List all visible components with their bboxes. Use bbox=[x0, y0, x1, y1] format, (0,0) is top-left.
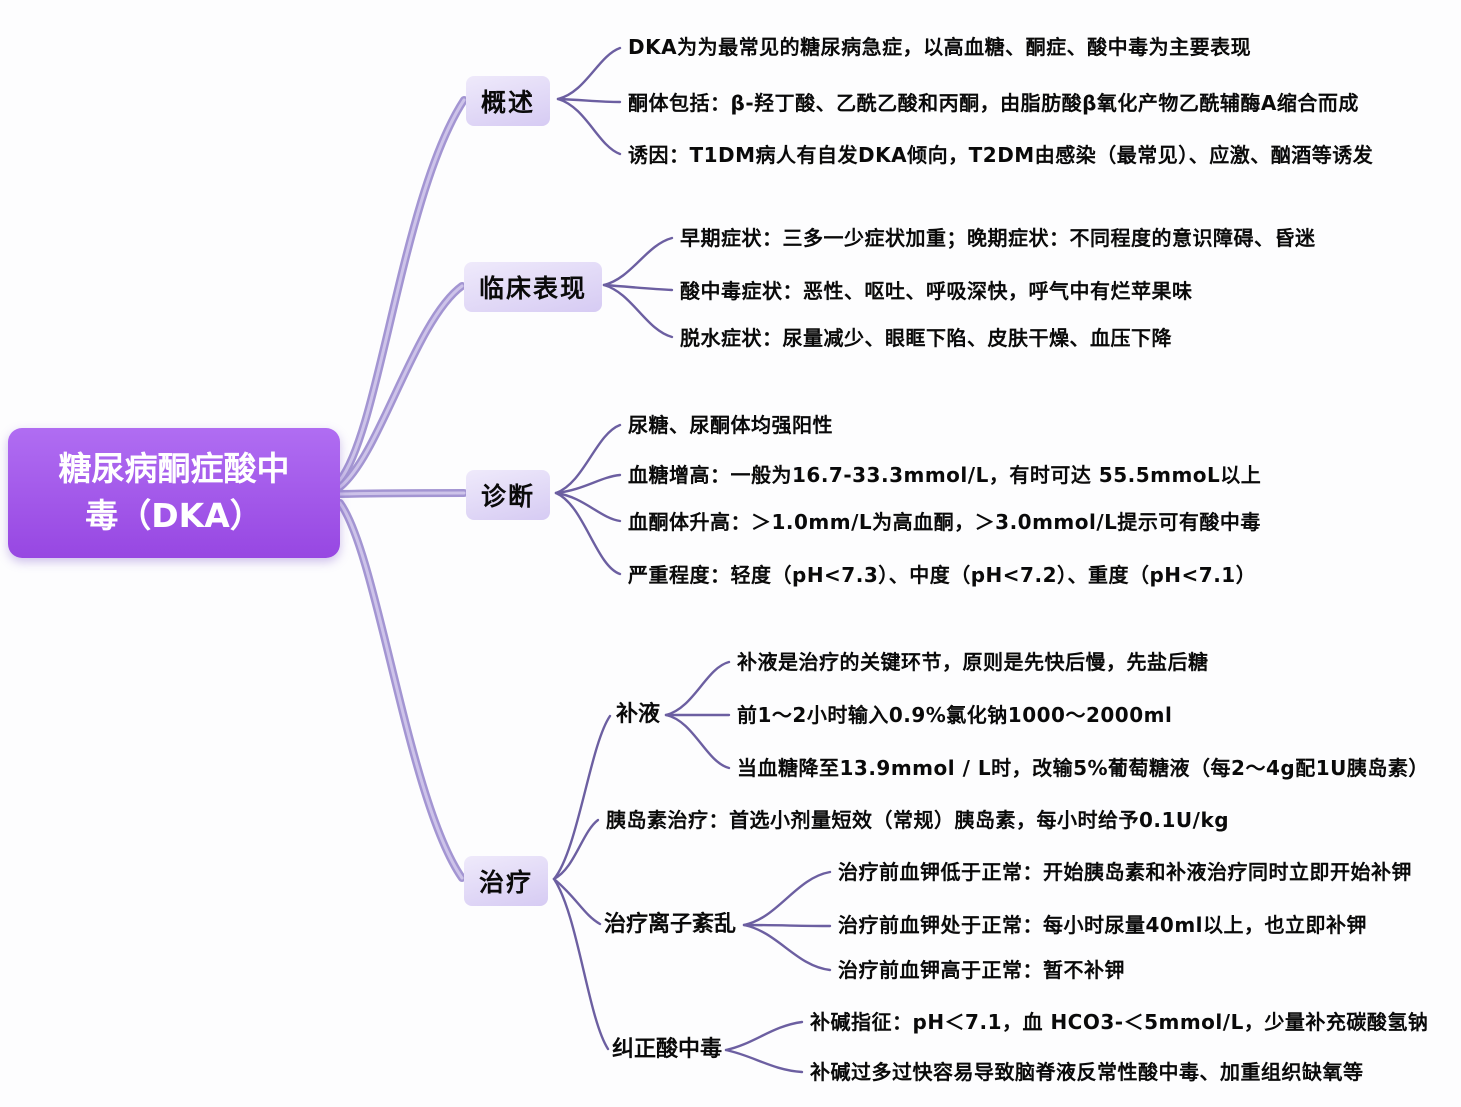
connector-overview-item-0 bbox=[556, 46, 622, 101]
leaf-diagnosis-1[interactable]: 血糖增高：一般为16.7-33.3mmol/L，有时可达 55.5mmoL以上 bbox=[628, 461, 1261, 489]
leaf-diagnosis-0[interactable]: 尿糖、尿酮体均强阳性 bbox=[628, 411, 833, 439]
connector-treatment-fluid bbox=[552, 714, 612, 881]
connector-diagnosis-item-1 bbox=[554, 473, 622, 495]
leaf-ion-2-text: 治疗前血钾高于正常：暂不补钾 bbox=[838, 958, 1125, 982]
leaf-diagnosis-2[interactable]: 血酮体升高：＞1.0mm/L为高血酮，＞3.0mmol/L提示可有酸中毒 bbox=[628, 508, 1261, 536]
leaf-diagnosis-3-text: 严重程度：轻度（pH<7.3）、中度（pH<7.2）、重度（pH<7.1） bbox=[628, 563, 1257, 587]
leaf-overview-0-text: DKA为为最常见的糖尿病急症，以高血糖、酮症、酸中毒为主要表现 bbox=[628, 35, 1252, 59]
leaf-diagnosis-3[interactable]: 严重程度：轻度（pH<7.3）、中度（pH<7.2）、重度（pH<7.1） bbox=[628, 561, 1256, 589]
leaf-clinical-0-text: 早期症状：三多一少症状加重；晚期症状：不同程度的意识障碍、昏迷 bbox=[680, 226, 1316, 250]
leaf-acidosis-1[interactable]: 补碱过多过快容易导致脑脊液反常性酸中毒、加重组织缺氧等 bbox=[810, 1058, 1364, 1086]
leaf-fluid-2-text: 当血糖降至13.9mmol / L时，改输5%葡萄糖液（每2～4g配1U胰岛素） bbox=[737, 756, 1429, 780]
connector-root-overview bbox=[336, 96, 468, 484]
leaf-diagnosis-1-text: 血糖增高：一般为16.7-33.3mmol/L，有时可达 55.5mmoL以上 bbox=[628, 463, 1262, 487]
leaf-ion-1[interactable]: 治疗前血钾处于正常：每小时尿量40ml以上，也立即补钾 bbox=[838, 911, 1367, 939]
connector-root-treatment bbox=[336, 499, 466, 882]
subbranch-ion-disorder[interactable]: 治疗离子紊乱 bbox=[604, 910, 736, 940]
connector-overview-item-2 bbox=[556, 97, 622, 156]
leaf-overview-2-text: 诱因：T1DM病人有自发DKA倾向，T2DM由感染（最常见）、应激、酗酒等诱发 bbox=[628, 143, 1374, 167]
branch-treatment-label: 治疗 bbox=[479, 868, 534, 897]
leaf-insulin-text: 胰岛素治疗：首选小剂量短效（常规）胰岛素，每小时给予0.1U/kg bbox=[606, 808, 1230, 832]
leaf-clinical-1-text: 酸中毒症状：恶性、呕吐、呼吸深快，呼气中有烂苹果味 bbox=[680, 279, 1193, 303]
leaf-fluid-0[interactable]: 补液是治疗的关键环节，原则是先快后慢，先盐后糖 bbox=[737, 648, 1209, 676]
connector-ion-item-0 bbox=[742, 870, 832, 927]
connector-clinical-item-0 bbox=[602, 236, 674, 287]
connector-fluid-item-2 bbox=[664, 713, 731, 770]
connector-root-clinical bbox=[336, 282, 466, 491]
connector-overview-item-1 bbox=[556, 97, 622, 104]
connector-acidosis-item-0 bbox=[724, 1020, 804, 1052]
leaf-ion-0-text: 治疗前血钾低于正常：开始胰岛素和补液治疗同时立即开始补钾 bbox=[838, 860, 1412, 884]
connector-diagnosis-item-0 bbox=[554, 423, 622, 495]
connector-treatment-insulin bbox=[552, 818, 600, 881]
connector-treatment-acidosis bbox=[552, 877, 610, 1051]
connector-clinical-item-2 bbox=[602, 283, 674, 339]
connector-root-overview-highlight bbox=[338, 98, 466, 482]
subbranch-fluid-label: 补液 bbox=[616, 702, 661, 727]
leaf-fluid-0-text: 补液是治疗的关键环节，原则是先快后慢，先盐后糖 bbox=[737, 650, 1209, 674]
leaf-overview-0[interactable]: DKA为为最常见的糖尿病急症，以高血糖、酮症、酸中毒为主要表现 bbox=[628, 33, 1251, 61]
root-node[interactable]: 糖尿病酮症酸中毒（DKA） bbox=[8, 428, 340, 558]
branch-treatment[interactable]: 治疗 bbox=[464, 856, 549, 906]
branch-clinical[interactable]: 临床表现 bbox=[464, 262, 603, 312]
subbranch-ion-disorder-label: 治疗离子紊乱 bbox=[604, 912, 737, 937]
branch-diagnosis[interactable]: 诊断 bbox=[466, 470, 551, 520]
leaf-ion-0[interactable]: 治疗前血钾低于正常：开始胰岛素和补液治疗同时立即开始补钾 bbox=[838, 858, 1412, 886]
leaf-ion-1-text: 治疗前血钾处于正常：每小时尿量40ml以上，也立即补钾 bbox=[838, 913, 1368, 937]
subbranch-acidosis[interactable]: 纠正酸中毒 bbox=[612, 1035, 722, 1065]
branch-overview-label: 概述 bbox=[481, 88, 536, 117]
subbranch-fluid[interactable]: 补液 bbox=[616, 700, 660, 730]
leaf-overview-1-text: 酮体包括：β-羟丁酸、乙酰乙酸和丙酮，由脂肪酸β氧化产物乙酰辅酶A缩合而成 bbox=[628, 91, 1359, 115]
root-title: 糖尿病酮症酸中毒（DKA） bbox=[58, 449, 290, 535]
leaf-diagnosis-0-text: 尿糖、尿酮体均强阳性 bbox=[628, 413, 833, 437]
leaf-fluid-1-text: 前1～2小时输入0.9%氯化钠1000～2000ml bbox=[737, 703, 1173, 727]
leaf-clinical-2-text: 脱水症状：尿量减少、眼眶下陷、皮肤干燥、血压下降 bbox=[680, 326, 1172, 350]
connector-diagnosis-item-3 bbox=[554, 491, 622, 576]
leaf-diagnosis-2-text: 血酮体升高：＞1.0mm/L为高血酮，＞3.0mmol/L提示可有酸中毒 bbox=[628, 510, 1261, 534]
connector-treatment-ion bbox=[552, 877, 602, 926]
connector-root-clinical-highlight bbox=[338, 284, 464, 489]
leaf-acidosis-0-text: 补碱指征：pH＜7.1，血 HCO3-＜5mmol/L，少量补充碳酸氢钠 bbox=[810, 1010, 1429, 1034]
leaf-fluid-1[interactable]: 前1～2小时输入0.9%氯化钠1000～2000ml bbox=[737, 701, 1172, 729]
leaf-insulin[interactable]: 胰岛素治疗：首选小剂量短效（常规）胰岛素，每小时给予0.1U/kg bbox=[606, 806, 1229, 834]
leaf-clinical-0[interactable]: 早期症状：三多一少症状加重；晚期症状：不同程度的意识障碍、昏迷 bbox=[680, 224, 1316, 252]
connector-root-treatment-highlight bbox=[338, 501, 464, 880]
connector-clinical-item-1 bbox=[602, 283, 674, 292]
connector-diagnosis-item-2 bbox=[554, 491, 622, 523]
leaf-clinical-2[interactable]: 脱水症状：尿量减少、眼眶下陷、皮肤干燥、血压下降 bbox=[680, 324, 1172, 352]
subbranch-acidosis-label: 纠正酸中毒 bbox=[612, 1037, 723, 1062]
leaf-fluid-2[interactable]: 当血糖降至13.9mmol / L时，改输5%葡萄糖液（每2～4g配1U胰岛素） bbox=[737, 754, 1429, 782]
leaf-acidosis-0[interactable]: 补碱指征：pH＜7.1，血 HCO3-＜5mmol/L，少量补充碳酸氢钠 bbox=[810, 1008, 1428, 1036]
connector-fluid-item-0 bbox=[664, 660, 731, 717]
connector-ion-item-2 bbox=[742, 923, 832, 972]
branch-overview[interactable]: 概述 bbox=[466, 76, 551, 126]
connector-root-diagnosis-highlight bbox=[338, 491, 466, 496]
connector-acidosis-item-1 bbox=[724, 1048, 804, 1074]
branch-diagnosis-label: 诊断 bbox=[481, 482, 536, 511]
connector-ion-item-1 bbox=[742, 923, 832, 928]
leaf-overview-1[interactable]: 酮体包括：β-羟丁酸、乙酰乙酸和丙酮，由脂肪酸β氧化产物乙酰辅酶A缩合而成 bbox=[628, 89, 1359, 117]
leaf-acidosis-1-text: 补碱过多过快容易导致脑脊液反常性酸中毒、加重组织缺氧等 bbox=[810, 1060, 1364, 1084]
leaf-ion-2[interactable]: 治疗前血钾高于正常：暂不补钾 bbox=[838, 956, 1125, 984]
leaf-clinical-1[interactable]: 酸中毒症状：恶性、呕吐、呼吸深快，呼气中有烂苹果味 bbox=[680, 277, 1193, 305]
branch-clinical-label: 临床表现 bbox=[479, 274, 588, 303]
leaf-overview-2[interactable]: 诱因：T1DM病人有自发DKA倾向，T2DM由感染（最常见）、应激、酗酒等诱发 bbox=[628, 141, 1373, 169]
